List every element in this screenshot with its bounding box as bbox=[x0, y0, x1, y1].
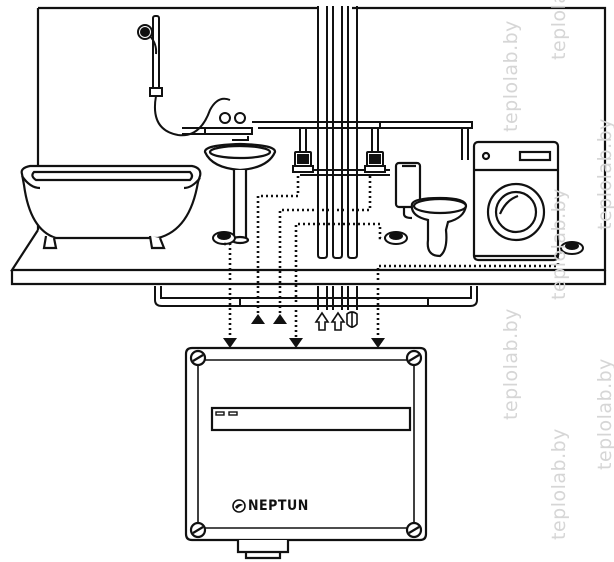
signal-line-valve-right bbox=[278, 176, 372, 324]
led-indicator-2 bbox=[228, 411, 238, 416]
leak-sensors bbox=[212, 231, 584, 255]
status-panel bbox=[210, 406, 412, 432]
brand-name: NEPTUN bbox=[248, 498, 309, 514]
leak-sensor-3 bbox=[560, 241, 584, 255]
toilet bbox=[394, 161, 468, 258]
floor-slab bbox=[9, 229, 607, 286]
signal-arrows bbox=[223, 314, 385, 348]
shutoff-valve-right bbox=[364, 151, 386, 173]
riser-flow-arrows bbox=[314, 311, 358, 331]
flow-up-arrow-1 bbox=[314, 311, 330, 331]
arrow-down-3 bbox=[371, 338, 385, 348]
screw-top-right bbox=[405, 349, 423, 367]
signal-lines bbox=[224, 176, 562, 338]
watermark-text: teplolab.by bbox=[548, 0, 570, 60]
arrow-up-2 bbox=[273, 314, 287, 324]
watermark-text: teplolab.by bbox=[548, 428, 570, 540]
shower-set bbox=[137, 15, 231, 137]
shutoff-valve-left bbox=[292, 151, 314, 173]
cable-gland bbox=[236, 540, 290, 560]
mixer-faucet bbox=[204, 112, 253, 141]
signal-line-sensor-1 bbox=[224, 242, 232, 338]
watermark-text: teplolab.by bbox=[500, 20, 522, 132]
water-risers bbox=[317, 6, 358, 310]
watermark-text: teplolab.by bbox=[594, 118, 614, 230]
leak-sensor-1 bbox=[212, 231, 236, 245]
watermark-text: teplolab.by bbox=[594, 358, 614, 470]
arrow-down-2 bbox=[289, 338, 303, 348]
washing-machine bbox=[472, 140, 560, 262]
led-indicator-1 bbox=[215, 411, 225, 416]
screw-top-left bbox=[189, 349, 207, 367]
signal-line-valve-left bbox=[256, 176, 300, 324]
washbasin bbox=[203, 142, 277, 245]
underfloor-pipe bbox=[154, 286, 478, 307]
arrow-down-1 bbox=[223, 338, 237, 348]
screw-bottom-right bbox=[405, 521, 423, 539]
signal-line-sensor-3 bbox=[376, 250, 562, 338]
neptun-logo-icon bbox=[232, 499, 246, 513]
watermark-text: teplolab.by bbox=[548, 188, 570, 300]
flow-up-arrow-2 bbox=[330, 311, 346, 331]
bathtub bbox=[20, 164, 202, 250]
leak-sensor-2 bbox=[384, 231, 408, 245]
arrow-up-1 bbox=[251, 314, 265, 324]
signal-line-sensor-2 bbox=[294, 222, 386, 338]
screw-bottom-left bbox=[189, 521, 207, 539]
controller-box bbox=[184, 346, 428, 560]
watermark-text: teplolab.by bbox=[500, 308, 522, 420]
